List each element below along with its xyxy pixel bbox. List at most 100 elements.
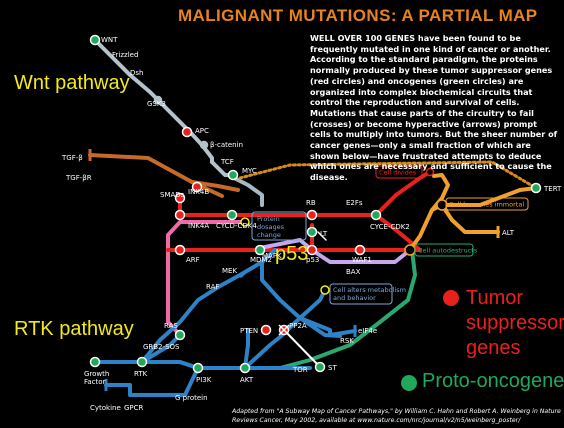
mapk-bar (239, 268, 249, 279)
station-gsk3 (153, 95, 163, 105)
station-apc (181, 126, 193, 138)
box-cell-immortal (445, 197, 529, 211)
label-p53-station: p53 (306, 256, 319, 264)
credit-text: Adapted from "A Subway Map of Cancer Pat… (232, 408, 561, 424)
label-mdm2: MDM2 (250, 256, 272, 264)
label-bax: BAX (346, 268, 361, 276)
label-growth-factor-line: Growth (84, 370, 109, 378)
station-lt (306, 226, 318, 238)
station-arf (174, 244, 186, 256)
tumor-suppressor-legend-dot (443, 290, 459, 306)
map-title: MALIGNANT MUTATIONS: A PARTIAL MAP (178, 6, 538, 25)
station-akt (239, 362, 251, 374)
station-ink4b (174, 192, 186, 204)
eif4e-line (298, 316, 357, 337)
label-cell-divides: Cell divides (379, 169, 417, 177)
label-frizzled: Frizzled (112, 51, 138, 59)
label-dosage-line-2: dosages (257, 223, 285, 231)
label-pp2a: PP2A (289, 322, 307, 330)
label-tcf: TCF (220, 158, 234, 166)
label-bcatenin: β-catenin (210, 141, 243, 149)
station-pten (260, 324, 272, 336)
label-cycd: CYCD-CDK4 (216, 222, 257, 230)
station-cycd (226, 209, 238, 221)
label-apc: APC (195, 127, 209, 135)
pp2a-cross-2 (278, 324, 290, 336)
station-outcome-autodestructs (404, 244, 416, 256)
label-pten: PTEN (240, 327, 258, 335)
gpcr-line (104, 366, 200, 397)
station-outcome-divides (425, 167, 435, 177)
rb-e2f-line (310, 213, 422, 252)
box-cell-autodestructs (414, 243, 474, 257)
label-gprotein: G protein (175, 394, 208, 402)
myc-tert-dotted-line (238, 160, 538, 190)
label-akt: AKT (240, 376, 254, 384)
station-waf1 (354, 244, 366, 256)
station-pi3k (192, 362, 204, 374)
label-rb: RB (306, 199, 316, 207)
ras-raf-mek-mapk-line (140, 248, 277, 364)
label-raf: RAF (206, 283, 219, 291)
label-cell-immortal: Cell becomes immortal (449, 201, 524, 209)
station-smads (191, 181, 203, 193)
station-outcome-immortal (436, 199, 448, 211)
label-wnt: WNT (101, 36, 118, 44)
label-arf: ARF (186, 256, 200, 264)
station-growth (89, 356, 101, 368)
label-e2fs: E2Fs (346, 199, 363, 207)
station-p53 (306, 244, 318, 256)
label-myc: MYC (242, 167, 257, 175)
box-metabolism (329, 283, 393, 305)
label-smads: SMADs (160, 191, 185, 199)
label-dsh: Dsh (130, 69, 143, 77)
wnt-pathway-label: Wnt pathway (14, 72, 130, 94)
label-mek: MEK (222, 267, 237, 275)
label-cytokine: Cytokine (90, 404, 121, 412)
label-ink4b: INK4B (188, 188, 209, 196)
label-dosage-line-1: Protein (257, 215, 280, 223)
label-pi3k: PI3K (196, 376, 212, 384)
station-rb (306, 209, 318, 221)
label-tgfbr: TGF-βR (65, 174, 92, 182)
label-eif4e: eIF4e (358, 327, 377, 335)
rtk-pathway-label: RTK pathway (14, 318, 134, 340)
label-st: ST (328, 364, 337, 372)
label-metabolism-line-2: and behavior (333, 294, 376, 302)
label-mapk: MAPK (262, 252, 282, 260)
lt-white-line (317, 231, 327, 241)
station-outcome-dosage (240, 217, 250, 227)
label-waf1: WAF1 (352, 256, 372, 264)
station-ink4a (174, 209, 186, 221)
box-dosage (251, 211, 307, 241)
label-growth-factor-line-2: Factor (84, 378, 106, 386)
label-tert: TERT (543, 185, 562, 193)
label-alt: ALT (502, 229, 515, 237)
ras-pink-line (166, 220, 248, 337)
label-rtk: RTK (134, 370, 148, 378)
p53-bax-line (310, 248, 412, 264)
akt-tor-line (243, 316, 302, 370)
label-growth-factor: Growth Factor (84, 370, 112, 386)
label-dosage-line-3: change (257, 231, 281, 239)
e2f-divides-line (374, 170, 432, 217)
pten-line (243, 328, 250, 370)
label-cyce: CYCE-CDK2 (370, 223, 410, 231)
tcf-to-myc-line (226, 173, 264, 207)
label-lt: LT (320, 230, 328, 238)
st-pp2a-line (283, 329, 321, 368)
label-grb2: GRB2-SOS (143, 343, 180, 351)
station-wnt (89, 34, 101, 46)
label-cell-autodestructs: Cell autodestructs (418, 247, 478, 255)
label-gsk3: GSK3 (147, 100, 166, 108)
label-ink4a: INK4A (188, 222, 209, 230)
station-rtk (136, 356, 148, 368)
label-tgfb: TGF-β (61, 154, 83, 162)
mapk-rsk-line (260, 260, 342, 338)
box-cell-divides (375, 165, 423, 179)
station-tert (530, 182, 542, 194)
station-catenin (199, 140, 209, 150)
tgf-line (88, 153, 224, 198)
